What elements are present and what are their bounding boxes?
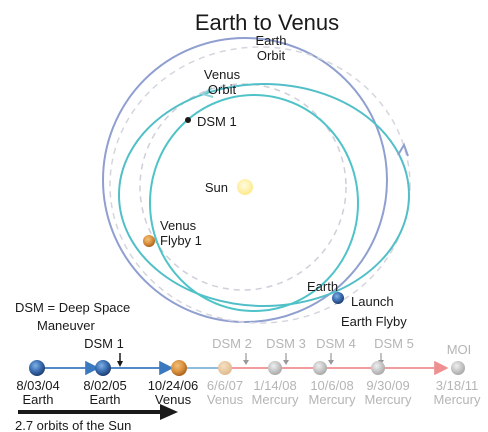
earth-icon: [29, 360, 45, 376]
mercury-icon: [313, 361, 327, 375]
dsm-legend-line2: Maneuver: [37, 318, 95, 333]
venus-orbit: [139, 83, 347, 291]
dsm-marker-label: DSM 3: [266, 336, 306, 351]
mercury-icon: [371, 361, 385, 375]
trajectory-arrow: [397, 142, 409, 157]
timeline-date: 3/18/11: [436, 378, 478, 393]
timeline-date: 10/6/08: [310, 378, 353, 393]
earth-icon: [95, 360, 111, 376]
dsm-marker-label: DSM 1: [84, 336, 124, 351]
earth-orbit: [102, 37, 388, 323]
timeline-body: Venus: [207, 392, 244, 407]
venus-icon: [218, 361, 232, 375]
timeline-body: Mercury: [434, 392, 481, 407]
timeline-date: 8/03/04: [16, 378, 59, 393]
timeline-date: 8/02/05: [83, 378, 126, 393]
timeline-body: Earth: [89, 392, 120, 407]
dsm-marker-label: DSM 5: [374, 336, 414, 351]
venus-orbit-label-line1: Venus: [204, 67, 241, 82]
dsm1-orbit-label: DSM 1: [197, 114, 237, 129]
launch-label-line2: Earth Flyby: [341, 314, 407, 329]
venus-flyby-label-line1: Venus: [160, 218, 197, 233]
orbits-arrow: [18, 404, 178, 420]
sun: [237, 179, 253, 195]
timeline-body: Mercury: [252, 392, 299, 407]
venus-flyby-label-line2: Flyby 1: [160, 233, 202, 248]
outer-dashed-orbit: [109, 46, 411, 324]
timeline-body: Mercury: [309, 392, 356, 407]
sun-label: Sun: [205, 180, 228, 195]
dsm-legend-line1: DSM = Deep Space: [15, 300, 130, 315]
earth-planet: [332, 292, 344, 304]
dsm-marker-4: DSM 4: [316, 336, 356, 365]
launch-label-line1: Launch: [351, 294, 394, 309]
timeline-date: 6/6/07: [207, 378, 243, 393]
venus-orbit-arrow: [200, 87, 214, 98]
trajectory-inner: [149, 94, 359, 312]
dsm-marker-label: DSM 2: [212, 336, 252, 351]
timeline-date: 10/24/06: [148, 378, 199, 393]
timeline-date: 1/14/08: [253, 378, 296, 393]
dsm-marker-5: DSM 5: [374, 336, 414, 365]
earth-label: Earth: [307, 279, 338, 294]
dsm-marker-3: DSM 3: [266, 336, 306, 365]
earth-orbit-label-line1: Earth: [255, 33, 286, 48]
timeline-body: Venus: [155, 392, 192, 407]
moi-label: MOI: [447, 342, 472, 357]
mercury-icon: [268, 361, 282, 375]
diagram-title: Earth to Venus: [195, 10, 339, 35]
trajectory-outer: [118, 83, 410, 307]
timeline-body: Mercury: [365, 392, 412, 407]
dsm-marker-1: DSM 1: [84, 336, 124, 367]
dsm1-point: [185, 117, 191, 123]
earth-orbit-label-line2: Orbit: [257, 48, 286, 63]
mercury-icon: [451, 361, 465, 375]
venus-orbit-label-line2: Orbit: [208, 82, 237, 97]
timeline-date: 9/30/09: [366, 378, 409, 393]
dsm-marker-label: DSM 4: [316, 336, 356, 351]
venus-planet: [143, 235, 155, 247]
dsm-marker-2: DSM 2: [212, 336, 252, 365]
timeline-body: Earth: [22, 392, 53, 407]
venus-icon: [171, 360, 187, 376]
orbits-note: 2.7 orbits of the Sun: [15, 418, 131, 432]
